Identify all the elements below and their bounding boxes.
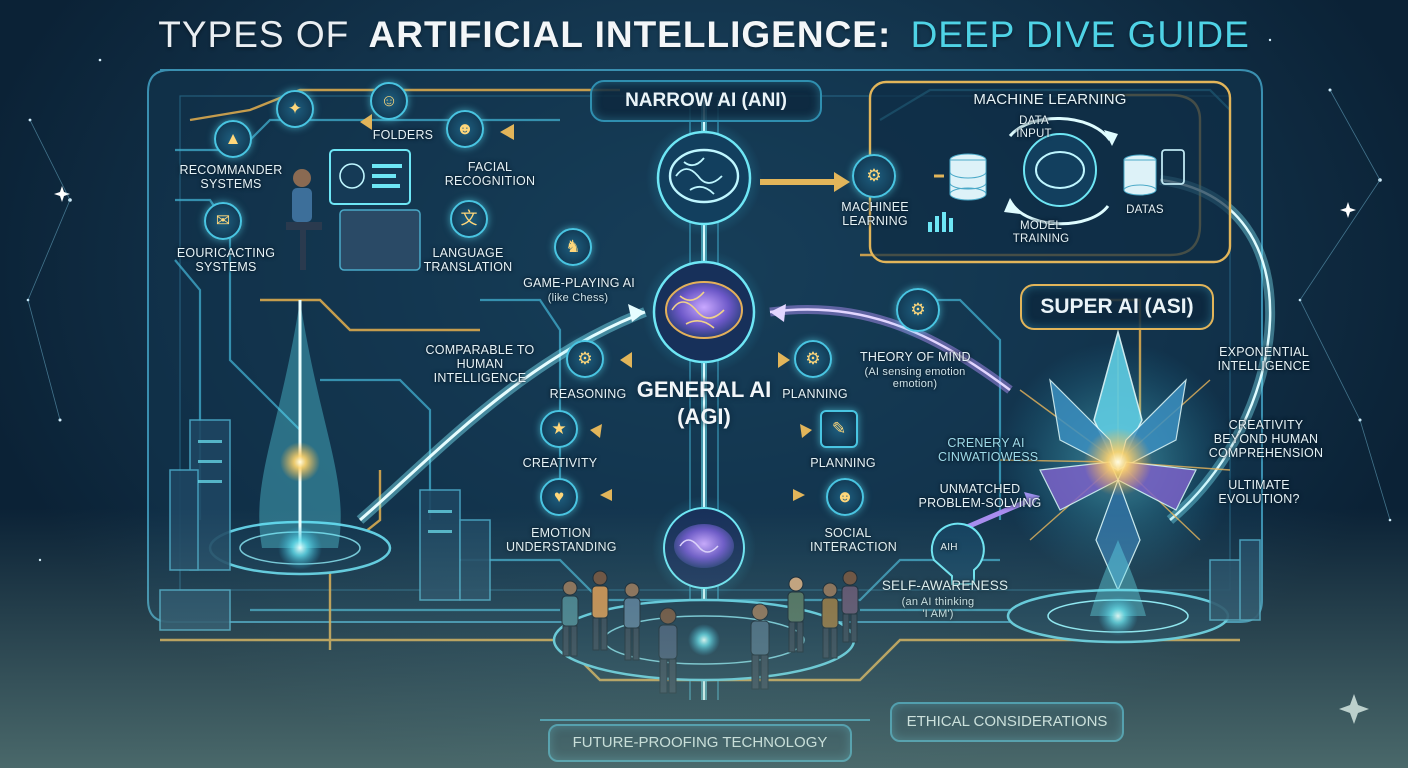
emotion-icon: ♥: [540, 478, 578, 516]
creativity-label: CREATIVITY: [520, 456, 600, 470]
general-ai-subtitle: (AGI): [628, 405, 780, 428]
translation-icon: 文: [450, 200, 488, 238]
general-ai-title: GENERAL AI: [628, 378, 780, 401]
database-icon-left: [950, 154, 986, 200]
crenery-ai-label: CRENERY AI CINWATIOWESS: [938, 436, 1034, 464]
creativity-beyond-label: CREATIVITY BEYOND HUMAN COMPREHENSION: [1208, 418, 1324, 460]
chess-icon: ♞: [554, 228, 592, 266]
super-ai-label: SUPER AI (ASI): [1040, 295, 1193, 318]
self-awareness-note: (an AI thinking 'I AM'): [900, 596, 976, 621]
unmatched-problem-solving-label: UNMATCHED PROBLEM-SOLVING: [916, 482, 1044, 510]
title-part-3: DEEP DIVE GUIDE: [911, 14, 1250, 56]
narrow-ai-banner: NARROW AI (ANI): [590, 80, 822, 122]
self-awareness-label: SELF-AWARENESS: [880, 578, 1010, 593]
planning-icon-top: ⚙: [794, 340, 832, 378]
chat-icon: ✉: [204, 202, 242, 240]
brain-middle: [642, 250, 766, 374]
data-input-label: DATA INPUT: [1000, 115, 1068, 141]
future-proofing-label: FUTURE-PROOFING TECHNOLOGY: [573, 734, 828, 751]
planning-label-mid: PLANNING: [808, 456, 878, 470]
ultimate-evolution-label: ULTIMATE EVOLUTION?: [1214, 478, 1304, 506]
theory-of-mind-note: (AI sensing emotion emotion): [862, 366, 968, 391]
model-training-label: MODEL TRAINING: [1004, 220, 1078, 246]
theory-of-mind-icon: ⚙: [896, 288, 940, 332]
language-translation-label: LANGUAGE TRANSLATION: [418, 246, 518, 274]
ethical-considerations-banner: ETHICAL CONSIDERATIONS: [890, 702, 1124, 742]
network-icon: ✦: [276, 90, 314, 128]
title-part-2: ARTIFICIAL INTELLIGENCE:: [369, 14, 892, 56]
theory-of-mind-label: THEORY OF MIND: [860, 350, 970, 364]
facial-recognition-label: FACIAL RECOGNITION: [440, 160, 540, 188]
general-ai-hub: GENERAL AI (AGI): [628, 378, 780, 428]
eouricacting-systems-label: EOURICACTING SYSTEMS: [176, 246, 276, 274]
emotion-understanding-label: EMOTION UNDERSTANDING: [506, 526, 616, 554]
folders-icon: ☺: [370, 82, 408, 120]
future-proofing-banner: FUTURE-PROOFING TECHNOLOGY: [548, 724, 852, 762]
lightbulb-icon: ★: [540, 410, 578, 448]
machine-learning-title: MACHINE LEARNING: [960, 92, 1140, 109]
social-interaction-label: SOCIAL INTERACTION: [810, 526, 886, 554]
planning-label-top: PLANNING: [780, 387, 850, 401]
brain-bottom: [652, 496, 756, 600]
game-playing-ai-label: GAME-PLAYING AI: [520, 276, 638, 290]
game-playing-ai-note: (like Chess): [528, 292, 628, 304]
super-ai-banner: SUPER AI (ASI): [1020, 284, 1214, 330]
recommender-systems-label: RECOMMANDER SYSTEMS: [176, 163, 286, 191]
narrow-ai-label: NARROW AI (ANI): [625, 90, 787, 111]
ethical-considerations-label: ETHICAL CONSIDERATIONS: [907, 713, 1108, 730]
chart-icon: ▲: [214, 120, 252, 158]
exponential-intelligence-label: EXPONENTIAL INTELLIGENCE: [1216, 345, 1312, 373]
head-label: AIH: [934, 542, 964, 553]
folders-label: FOLDERS: [368, 128, 438, 142]
comparable-label: COMPARABLE TO HUMAN INTELLIGENCE: [410, 343, 550, 385]
social-icon: ☻: [826, 478, 864, 516]
reasoning-label: REASONING: [548, 387, 628, 401]
datas-label: DATAS: [1112, 204, 1178, 217]
gear-brain-icon: ⚙: [852, 154, 896, 198]
title-part-1: TYPES OF: [158, 14, 349, 56]
clipboard-icon: ✎: [820, 410, 858, 448]
page-title: TYPES OF ARTIFICIAL INTELLIGENCE: DEEP D…: [0, 14, 1408, 56]
database-icon-right: [1124, 155, 1156, 195]
facial-recognition-icon: ☻: [446, 110, 484, 148]
reasoning-icon: ⚙: [566, 340, 604, 378]
machine-learning-node-label: MACHINEE LEARNING: [830, 200, 920, 228]
brain-top: [646, 120, 762, 236]
